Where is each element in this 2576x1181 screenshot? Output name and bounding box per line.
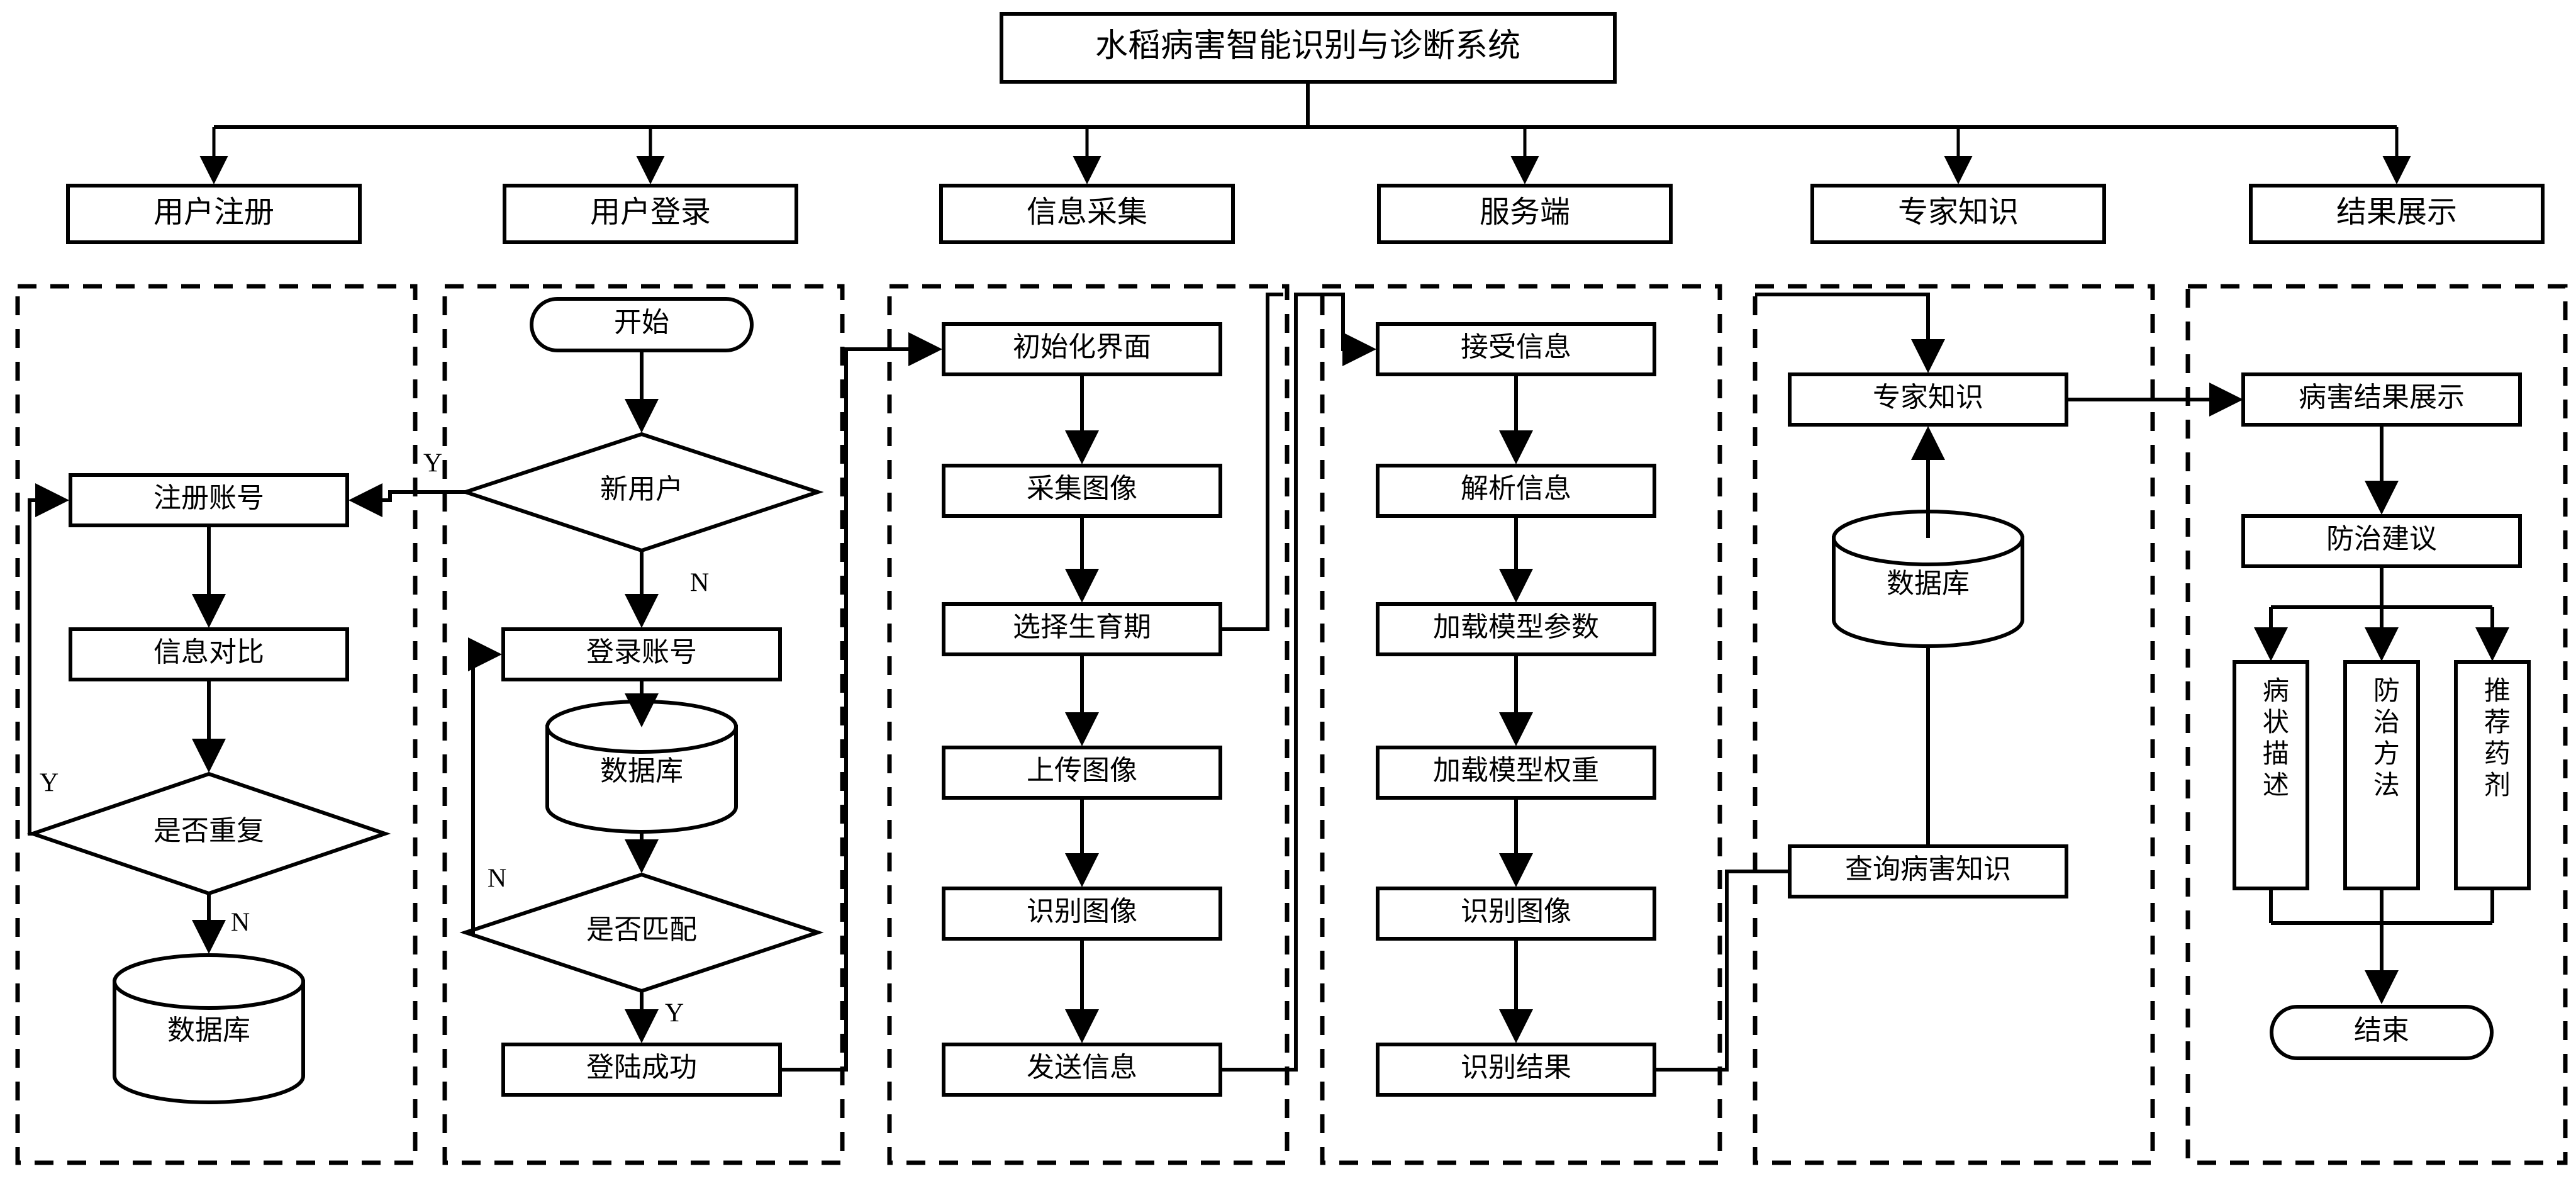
module-box-expert: [1810, 184, 2106, 244]
node-parse-info-label: 解析信息: [1461, 473, 1571, 504]
module-label-server: 服务端: [1480, 196, 1570, 229]
node-load-weights-box: [1376, 746, 1656, 800]
node-new-user-label: 新用户: [600, 474, 683, 505]
node-srv-recog-img-label: 识别图像: [1461, 896, 1571, 927]
node-recog-result-label: 识别结果: [1461, 1052, 1571, 1083]
node-prevent-advice-label: 防治建议: [2326, 523, 2437, 554]
node-select-stage-box: [942, 602, 1222, 656]
branch-label-login-n: N: [690, 569, 709, 598]
node-select-stage-label: 选择生育期: [1013, 612, 1151, 642]
lane-collect: [887, 284, 1290, 1165]
node-control-method-label: 防治方法: [2369, 676, 2399, 802]
module-box-server: [1377, 184, 1673, 244]
node-parse-info-box: [1376, 464, 1656, 518]
module-label-collect: 信息采集: [1027, 196, 1147, 229]
node-init-ui-box: [942, 322, 1222, 376]
branch-label-login-y: Y: [423, 449, 442, 478]
node-login-account-label: 登录账号: [586, 637, 697, 668]
node-expert-know-box: [1788, 372, 2068, 427]
node-info-compare-box: [69, 627, 349, 681]
node-recv-info-box: [1376, 322, 1656, 376]
module-label-result: 结果展示: [2336, 196, 2457, 229]
node-login-db-label: 数据库: [600, 756, 683, 786]
module-box-result: [2249, 184, 2545, 244]
node-prevent-advice-box: [2241, 514, 2522, 568]
node-reg-db-cylinder: [113, 953, 305, 1104]
node-recommend-drug-label: 推荐药剂: [2480, 676, 2509, 802]
module-label-login: 用户登录: [590, 196, 711, 229]
node-upload-img-label: 上传图像: [1027, 755, 1137, 786]
module-box-collect: [939, 184, 1235, 244]
node-end-label: 结束: [2354, 1015, 2409, 1046]
node-srv-recog-img-box: [1376, 887, 1656, 941]
node-load-weights-label: 加载模型权重: [1433, 755, 1599, 786]
page-title: 水稻病害智能识别与诊断系统: [1095, 28, 1520, 64]
node-recog-img-label: 识别图像: [1027, 896, 1137, 927]
node-reg-db-label: 数据库: [167, 1015, 250, 1046]
node-control-method-box: [2343, 660, 2420, 890]
node-init-ui-label: 初始化界面: [1013, 332, 1151, 362]
branch-label-match-n: N: [488, 865, 506, 893]
node-send-info-label: 发送信息: [1027, 1052, 1137, 1083]
branch-label-reg-y: Y: [40, 769, 59, 798]
node-end-terminator: [2270, 1005, 2494, 1060]
node-recv-info-label: 接受信息: [1461, 332, 1571, 362]
lane-result: [2185, 284, 2568, 1165]
node-is-dup-label: 是否重复: [153, 815, 264, 846]
node-reg-account-box: [69, 473, 349, 527]
branch-label-reg-n: N: [231, 909, 250, 938]
lane-expert: [1753, 284, 2155, 1165]
module-label-expert: 专家知识: [1898, 196, 2019, 229]
node-expert-know-label: 专家知识: [1873, 382, 1983, 413]
node-query-disease-label: 查询病害知识: [1845, 854, 2011, 885]
module-box-reg: [66, 184, 362, 244]
node-send-info-box: [942, 1043, 1222, 1097]
lane-login: [442, 284, 845, 1165]
node-capture-img-box: [942, 464, 1222, 518]
node-disease-result-label: 病害结果展示: [2299, 382, 2465, 413]
node-start-label: 开始: [614, 307, 669, 338]
branch-label-match-y: Y: [665, 999, 684, 1028]
node-login-ok-label: 登陆成功: [586, 1052, 697, 1083]
lane-reg: [15, 284, 418, 1165]
node-symptom-desc-label: 病状描述: [2258, 676, 2288, 802]
node-recog-result-box: [1376, 1043, 1656, 1097]
node-is-match-label: 是否匹配: [586, 914, 697, 945]
module-box-login: [503, 184, 798, 244]
lane-server: [1320, 284, 1722, 1165]
node-info-compare-label: 信息对比: [153, 637, 264, 668]
title-box: [1000, 12, 1617, 84]
node-reg-account-label: 注册账号: [153, 483, 264, 513]
node-expert-db-label: 数据库: [1887, 568, 1970, 599]
node-load-params-label: 加载模型参数: [1433, 612, 1599, 642]
node-capture-img-label: 采集图像: [1027, 473, 1137, 504]
node-disease-result-box: [2241, 372, 2522, 427]
module-label-reg: 用户注册: [153, 196, 274, 229]
node-recommend-drug-box: [2454, 660, 2531, 890]
